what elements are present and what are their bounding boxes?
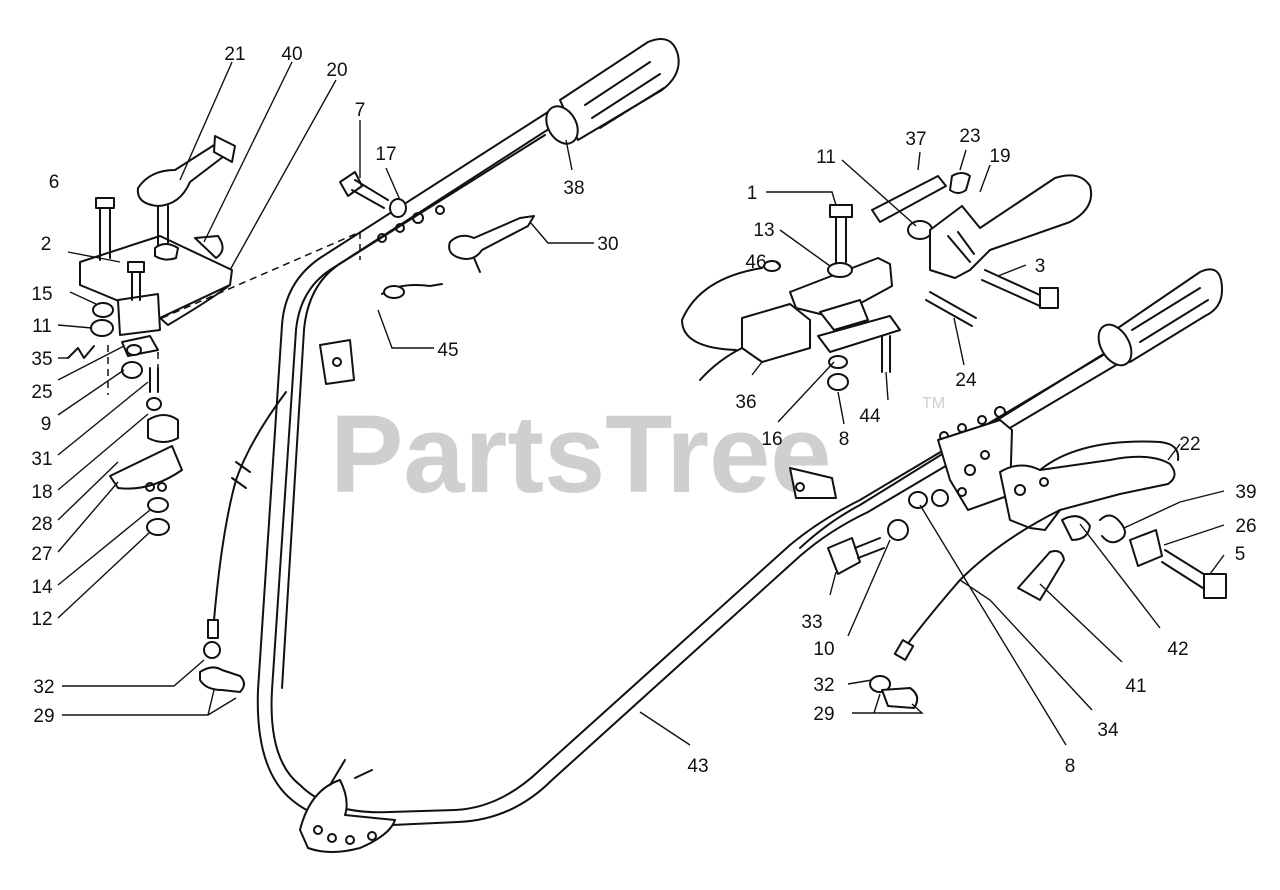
- callout-22: 22: [1179, 434, 1200, 455]
- callout-44: 44: [859, 406, 881, 427]
- callout-12: 12: [31, 609, 52, 630]
- callout-23: 23: [959, 126, 980, 147]
- handlebar-frame: [256, 111, 1129, 853]
- callout-45: 45: [437, 340, 458, 361]
- left-cable: [199, 391, 287, 693]
- leader-lines: [57, 61, 1225, 746]
- callout-10: 10: [813, 639, 834, 660]
- callout-21: 21: [224, 44, 245, 65]
- callout-29-left: 29: [33, 706, 54, 727]
- callout-36: 36: [735, 392, 756, 413]
- callout-labels: 21 40 20 6 2 15 11 35 25 9 31 18 28 27 1…: [31, 44, 1256, 777]
- callout-3: 3: [1035, 256, 1046, 277]
- callout-32-left: 32: [33, 677, 54, 698]
- callout-25: 25: [31, 382, 52, 403]
- callout-32-right: 32: [813, 675, 834, 696]
- callout-40: 40: [281, 44, 302, 65]
- callout-17: 17: [375, 144, 396, 165]
- callout-7: 7: [355, 100, 366, 121]
- callout-15: 15: [31, 284, 52, 305]
- callout-16: 16: [761, 429, 782, 450]
- callout-27: 27: [31, 544, 52, 565]
- right-lever-assembly: [871, 172, 1092, 327]
- callout-41: 41: [1125, 676, 1146, 697]
- callout-35: 35: [31, 349, 52, 370]
- callout-38: 38: [563, 178, 584, 199]
- switch-assembly: [681, 204, 901, 391]
- callout-46: 46: [745, 252, 766, 273]
- lever-assembly-upper: [339, 171, 535, 299]
- callout-13: 13: [753, 220, 774, 241]
- callout-42: 42: [1167, 639, 1188, 660]
- callout-28: 28: [31, 514, 52, 535]
- callout-11-right: 11: [816, 147, 836, 168]
- left-grip: [545, 38, 680, 145]
- callout-8-upper: 8: [839, 429, 850, 450]
- callout-20: 20: [326, 60, 347, 81]
- callout-29-right: 29: [813, 704, 834, 725]
- callout-8-lower: 8: [1065, 756, 1076, 777]
- callout-5: 5: [1235, 544, 1246, 565]
- callout-31: 31: [31, 449, 52, 470]
- callout-24: 24: [955, 370, 977, 391]
- callout-39: 39: [1235, 482, 1256, 503]
- callout-30: 30: [597, 234, 618, 255]
- callout-33: 33: [801, 612, 822, 633]
- callout-14: 14: [31, 577, 53, 598]
- callout-43: 43: [687, 756, 708, 777]
- callout-1: 1: [747, 183, 758, 204]
- right-throttle-assembly: [827, 440, 1227, 709]
- watermark: PartsTree: [330, 393, 831, 516]
- callout-19: 19: [989, 146, 1010, 167]
- watermark-trademark: TM: [922, 395, 945, 412]
- callout-11-left: 11: [32, 316, 52, 337]
- callout-18: 18: [31, 482, 52, 503]
- left-throttle-assembly: [67, 135, 361, 536]
- callout-9: 9: [41, 414, 52, 435]
- callout-6: 6: [49, 172, 60, 193]
- callout-2: 2: [41, 234, 52, 255]
- callout-37: 37: [905, 129, 926, 150]
- callout-26: 26: [1235, 516, 1256, 537]
- right-grip: [1097, 268, 1223, 367]
- callout-34: 34: [1097, 720, 1119, 741]
